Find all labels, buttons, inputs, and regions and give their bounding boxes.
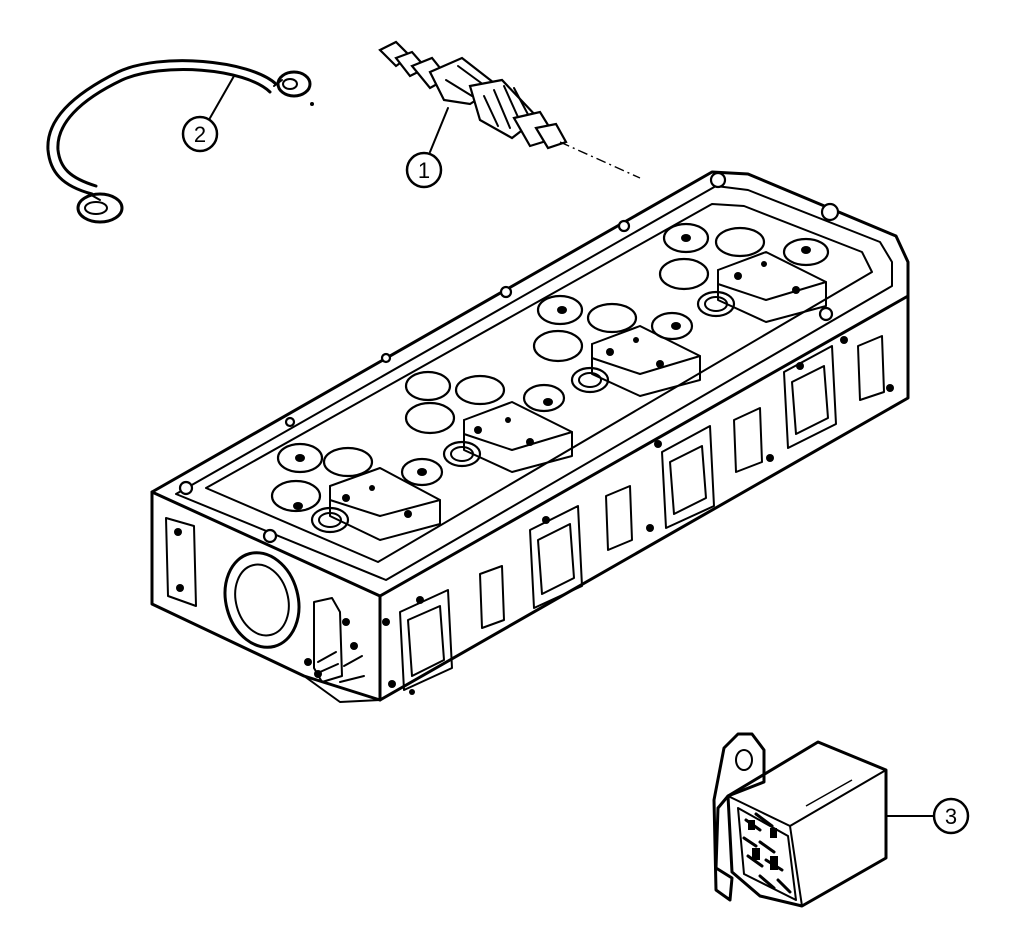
valve-springs	[270, 222, 830, 513]
callout-2-label: 2	[194, 122, 206, 147]
glow-plug	[378, 40, 641, 179]
callout-3: 3	[885, 797, 970, 835]
callout-3-label: 3	[945, 804, 957, 829]
cylinder-head	[150, 170, 910, 703]
rocker-pedestals	[329, 251, 827, 541]
glow-plug-relay	[712, 732, 888, 908]
rim-bolt-holes	[178, 171, 840, 544]
callout-1: 1	[405, 151, 443, 189]
glow-plug-wire-harness	[46, 59, 314, 224]
side-ports	[399, 335, 894, 695]
callout-2: 2	[181, 75, 235, 153]
callout-1-label: 1	[418, 158, 430, 183]
